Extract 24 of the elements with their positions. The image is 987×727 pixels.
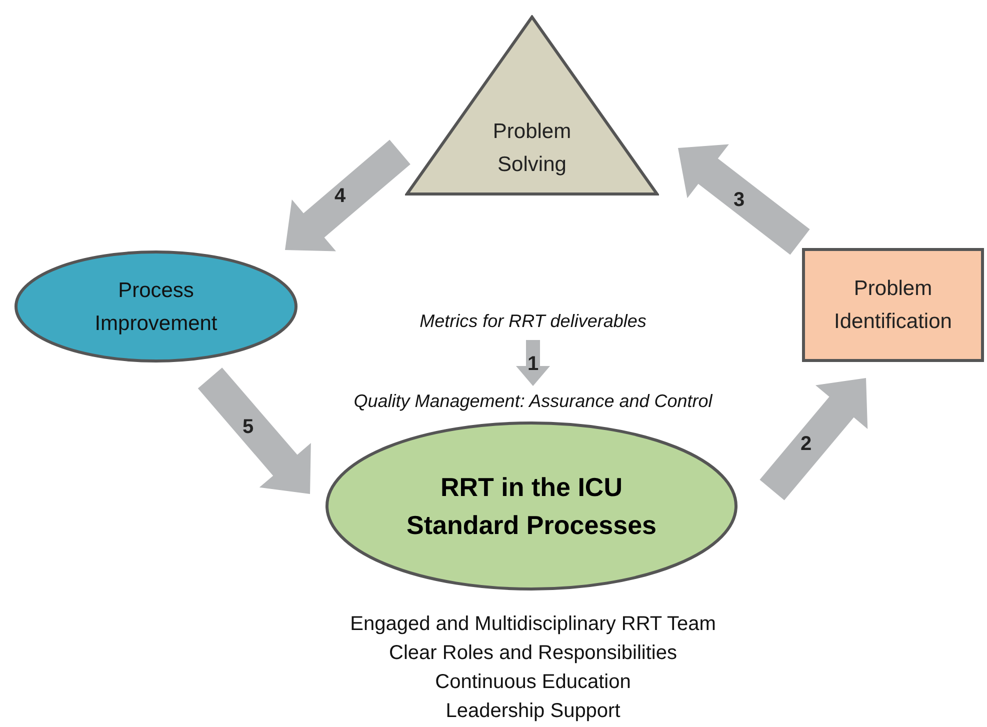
- block-arrow: [678, 144, 810, 255]
- node-label: Problem Solving: [492, 119, 572, 178]
- block-arrow: [516, 340, 550, 386]
- central-ellipse: [325, 421, 738, 591]
- note-text: Metrics for RRT deliverables: [383, 308, 683, 334]
- triangle-shape: [405, 15, 659, 196]
- edge-label: 3: [733, 190, 745, 210]
- node-label: RRT in the ICU Standard Processes: [405, 471, 658, 542]
- note-text: Clear Roles and Responsibilities: [389, 641, 677, 666]
- edge-label: 2: [800, 434, 812, 454]
- edge-label: 5: [242, 417, 254, 437]
- process-ellipse: [14, 250, 298, 363]
- note-text: Continuous Education: [435, 670, 631, 695]
- edge-label: 4: [334, 186, 346, 206]
- note-text: Engaged and Multidisciplinary RRT Team: [350, 612, 716, 637]
- process-box: [802, 248, 984, 362]
- block-arrow: [760, 378, 868, 500]
- node-label: Process Improvement: [94, 278, 218, 336]
- node-label: Problem Identification: [833, 276, 953, 335]
- note-text: Leadership Support: [446, 699, 620, 724]
- block-arrow: [198, 368, 311, 494]
- block-arrow: [285, 140, 410, 252]
- edge-label: 1: [527, 354, 539, 374]
- note-text: Quality Management: Assurance and Control: [283, 388, 783, 414]
